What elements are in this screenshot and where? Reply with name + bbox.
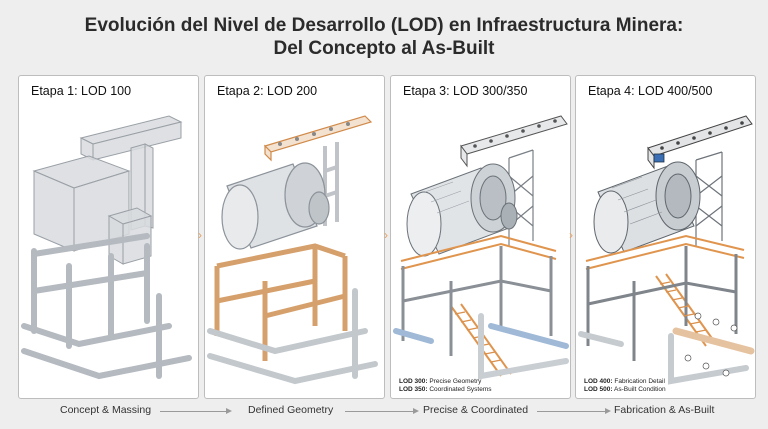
title-line-1: Evolución del Nivel de Desarrollo (LOD) … (84, 15, 684, 36)
caption-stage-1: Concept & Massing (60, 404, 152, 416)
stage-4-illustration (578, 115, 755, 385)
note-lod350-text: Coordinated Systems (429, 386, 492, 393)
stage-2-illustration (207, 115, 378, 385)
caption-stage-2: Defined Geometry (248, 404, 334, 416)
stage-2-panel: Etapa 2: LOD 200 (204, 75, 385, 399)
stage-3-panel: Etapa 3: LOD 300/350 (390, 75, 571, 399)
flow-arrowhead-3 (605, 408, 611, 414)
note-lod500-key: LOD 500: (584, 386, 613, 393)
stage-1-panel: Etapa 1: LOD 100 (18, 75, 199, 399)
flow-line-1 (160, 411, 226, 412)
motor-icon (653, 153, 665, 163)
stage-1-illustration (21, 115, 192, 380)
diagram-title: Evolución del Nivel de Desarrollo (LOD) … (0, 14, 768, 60)
arrow-1-2: › (198, 228, 202, 242)
caption-stage-4: Fabrication & As-Built (614, 404, 715, 416)
flow-line-3 (537, 411, 605, 412)
note-lod400-text: Fabrication Detail (614, 378, 665, 385)
note-lod300-text: Precise Geometry (429, 378, 482, 385)
note-lod400-key: LOD 400: (584, 378, 613, 385)
flow-arrowhead-2 (413, 408, 419, 414)
note-lod350-key: LOD 350: (399, 386, 428, 393)
caption-stage-3: Precise & Coordinated (423, 404, 529, 416)
stage-3-notes: LOD 300: Precise Geometry LOD 350: Coord… (399, 378, 492, 394)
stage-1-label: Etapa 1: LOD 100 (31, 84, 132, 98)
note-lod500-text: As-Built Condition (614, 386, 666, 393)
stage-4-panel: Etapa 4: LOD 400/500 (575, 75, 756, 399)
flow-arrowhead-1 (226, 408, 232, 414)
stage-4-label: Etapa 4: LOD 400/500 (588, 84, 713, 98)
arrow-2-3: › (384, 228, 388, 242)
title-line-2: Del Concepto al As-Built (273, 38, 495, 59)
stage-3-illustration (393, 115, 569, 380)
flow-line-2 (345, 411, 413, 412)
note-lod300-key: LOD 300: (399, 378, 428, 385)
arrow-3-4: › (569, 228, 573, 242)
stage-3-label: Etapa 3: LOD 300/350 (403, 84, 528, 98)
stage-4-notes: LOD 400: Fabrication Detail LOD 500: As-… (584, 378, 666, 394)
stage-2-label: Etapa 2: LOD 200 (217, 84, 318, 98)
